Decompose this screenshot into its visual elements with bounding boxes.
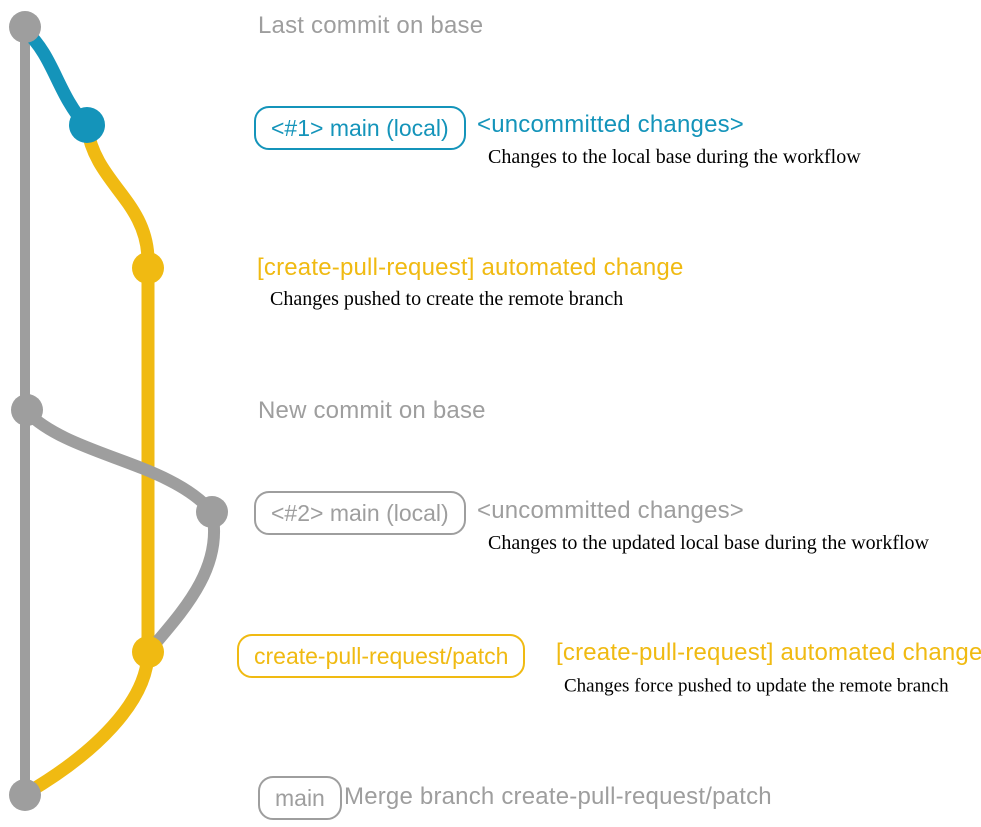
commit-dot-uncommitted-1 xyxy=(69,107,105,143)
commit-dot-uncommitted-2 xyxy=(196,496,228,528)
badge-main: main xyxy=(258,776,342,820)
commit-dot-remote-push-1 xyxy=(132,252,164,284)
label-automated-change-1: [create-pull-request] automated change xyxy=(257,254,684,281)
badge-create-pull-request-patch: create-pull-request/patch xyxy=(237,634,526,678)
label-last-commit-on-base: Last commit on base xyxy=(258,12,484,39)
label-automated-change-2: [create-pull-request] automated change xyxy=(556,639,981,666)
caption-push-create-remote-branch: Changes pushed to create the remote bran… xyxy=(270,288,624,310)
label-uncommitted-changes-2: <uncommitted changes> xyxy=(477,497,745,524)
commit-dot-new-base xyxy=(11,394,43,426)
caption-local-base-changes: Changes to the local base during the wor… xyxy=(488,146,861,168)
label-new-commit-on-base: New commit on base xyxy=(258,397,486,424)
commit-dot-merge xyxy=(9,779,41,811)
caption-force-push-update-remote-branch: Changes force pushed to update the remot… xyxy=(564,675,949,697)
badge-pr1-main-local: <#1> main (local) xyxy=(254,106,466,150)
label-merge-branch: Merge branch create-pull-request/patch xyxy=(344,783,772,810)
badge-pr2-main-local: <#2> main (local) xyxy=(254,491,466,535)
commit-dot-remote-push-2 xyxy=(132,636,164,668)
commit-graph xyxy=(9,11,228,811)
updated-base-branch-path xyxy=(21,406,220,656)
label-uncommitted-changes-1: <uncommitted changes> xyxy=(477,111,745,138)
caption-updated-local-base-changes: Changes to the updated local base during… xyxy=(488,532,929,554)
commit-dot-last-base xyxy=(9,11,41,43)
